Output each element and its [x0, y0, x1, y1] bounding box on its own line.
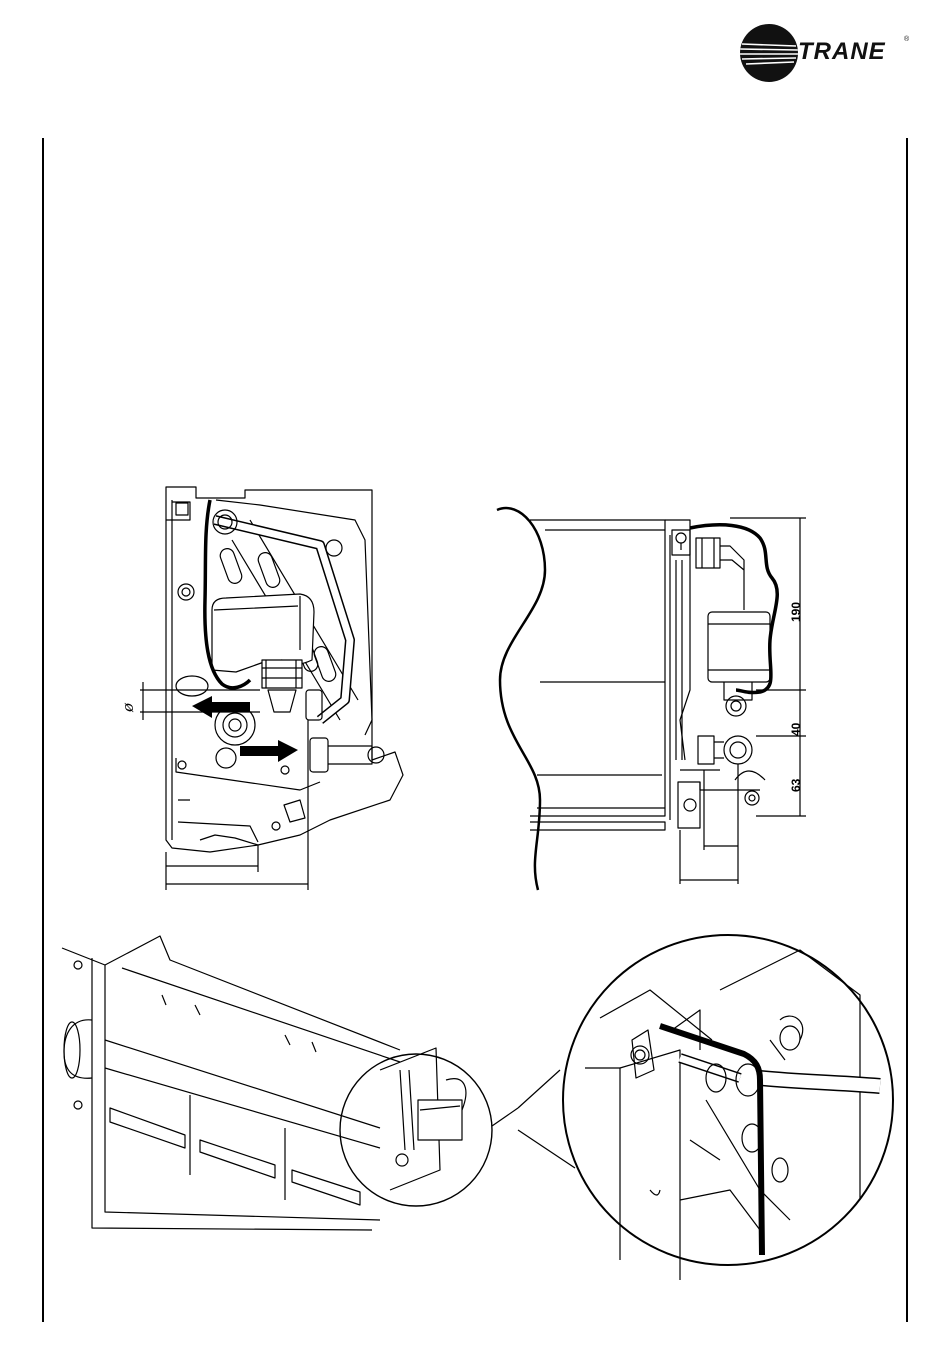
dimension-40-label: 40 — [789, 722, 803, 736]
dimension-190-label: 190 — [789, 602, 803, 622]
side-view-left — [140, 487, 403, 890]
end-view-right — [497, 508, 806, 890]
diameter-symbol: ø — [119, 702, 137, 713]
perspective-view — [62, 935, 893, 1280]
airflow-arrows — [192, 696, 298, 762]
dimension-63-label: 63 — [789, 778, 803, 792]
